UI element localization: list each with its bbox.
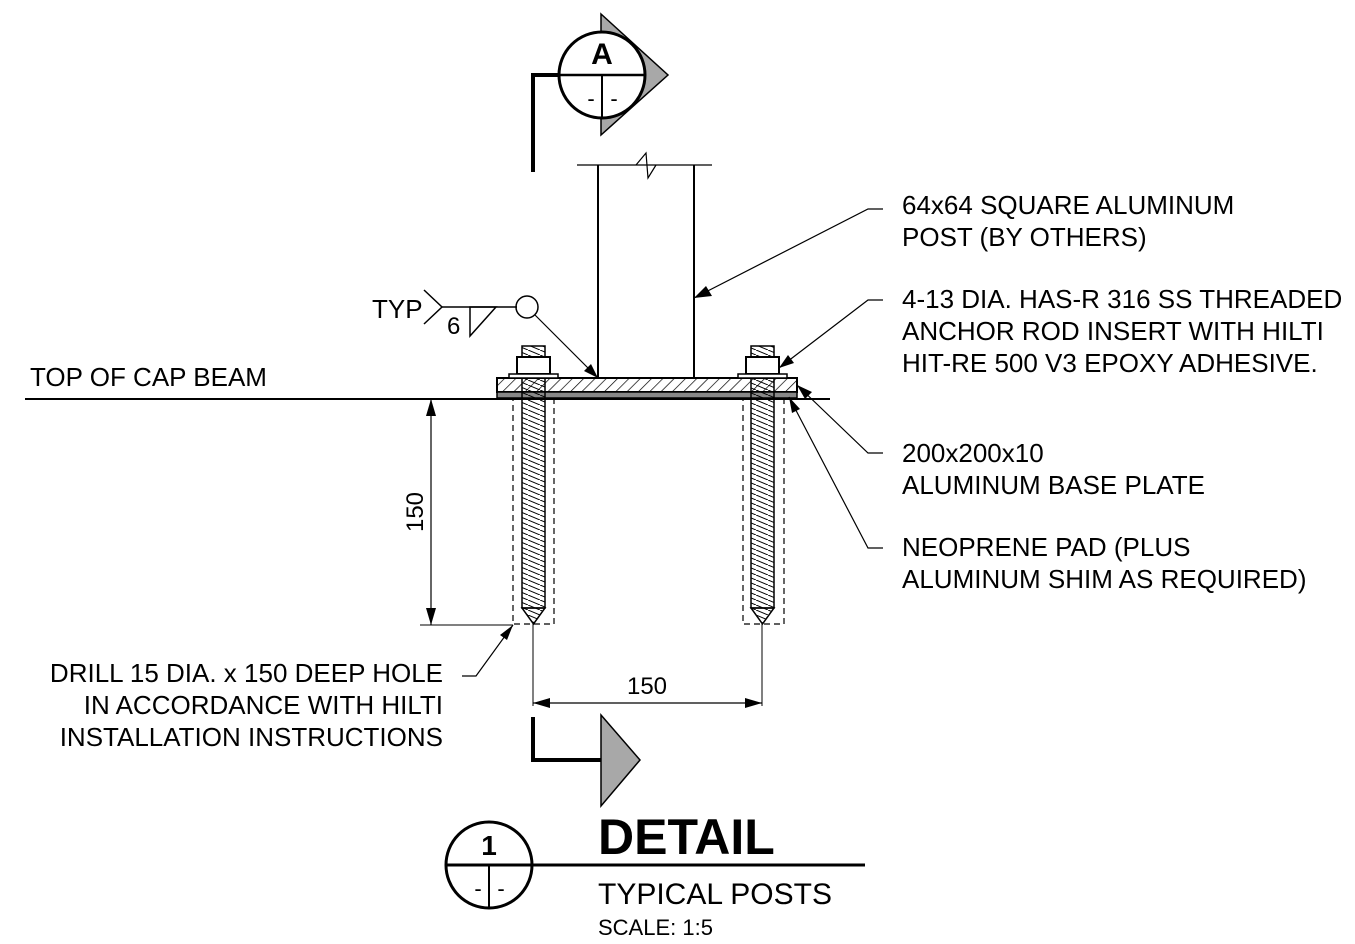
section-sheet-left: - (587, 86, 594, 111)
embedment-dimension: 150 (402, 398, 513, 626)
base-plate-label-line2: ALUMINUM BASE PLATE (902, 470, 1205, 500)
section-cut-line (531, 73, 560, 172)
anchor-rod-label-line1: 4-13 DIA. HAS-R 316 SS THREADED (902, 284, 1342, 314)
detail-sheet-left: - (474, 876, 481, 901)
nut-right (745, 356, 780, 375)
weld-typ-note: TYP (372, 294, 423, 324)
drill-label-line2: IN ACCORDANCE WITH HILTI (84, 690, 443, 720)
base-plate-label-line1: 200x200x10 (902, 438, 1044, 468)
section-arrow-bottom-icon (600, 712, 641, 809)
detail-subtitle: TYPICAL POSTS (598, 878, 832, 911)
anchor-rod-right (737, 345, 788, 706)
anchor-rod-label-line3: HIT-RE 500 V3 EPOXY ADHESIVE. (902, 348, 1318, 378)
anchor-rod-left (508, 345, 559, 706)
rod-spacing-dimension-value: 150 (627, 673, 667, 700)
weld-size: 6 (447, 313, 460, 340)
section-cut-bottom (531, 712, 641, 809)
aluminum-post (577, 151, 712, 378)
fillet-weld-icon (469, 306, 498, 338)
leader-anchor-rod (778, 299, 883, 369)
post-label-line1: 64x64 SQUARE ALUMINUM (902, 190, 1234, 220)
section-marker-a: A - - (531, 12, 670, 172)
detail-scale: SCALE: 1:5 (598, 915, 713, 940)
detail-sheet-right: - (497, 876, 504, 901)
break-line-icon (635, 151, 657, 180)
washer-right (737, 373, 788, 379)
top-of-cap-beam-label: TOP OF CAP BEAM (30, 362, 267, 392)
neoprene-pad-label-line2: ALUMINUM SHIM AS REQUIRED) (902, 564, 1307, 594)
leader-base-plate (796, 384, 883, 454)
weld-symbol: TYP 6 (372, 289, 599, 379)
rod-spacing-dimension: 150 (533, 673, 762, 708)
section-sheet-right: - (610, 86, 617, 111)
section-letter: A (591, 38, 613, 71)
weld-all-around-icon (515, 295, 539, 319)
washer-left (508, 373, 559, 379)
detail-number: 1 (481, 830, 497, 861)
leader-drill-hole (462, 624, 514, 677)
embedment-dimension-value: 150 (402, 492, 429, 532)
leader-post (693, 208, 883, 299)
detail-title: DETAIL (598, 809, 775, 865)
title-block: 1 - - DETAIL TYPICAL POSTS SCALE: 1:5 (444, 809, 865, 940)
leader-neoprene-pad (788, 396, 883, 549)
drill-label-line3: INSTALLATION INSTRUCTIONS (60, 722, 443, 752)
post-label-line2: POST (BY OTHERS) (902, 222, 1147, 252)
anchor-rod-label-line2: ANCHOR ROD INSERT WITH HILTI (902, 316, 1324, 346)
neoprene-pad-label-line1: NEOPRENE PAD (PLUS (902, 532, 1190, 562)
drill-label-line1: DRILL 15 DIA. x 150 DEEP HOLE (50, 658, 443, 688)
nut-left (516, 356, 551, 375)
weld-tail-icon (423, 289, 444, 325)
